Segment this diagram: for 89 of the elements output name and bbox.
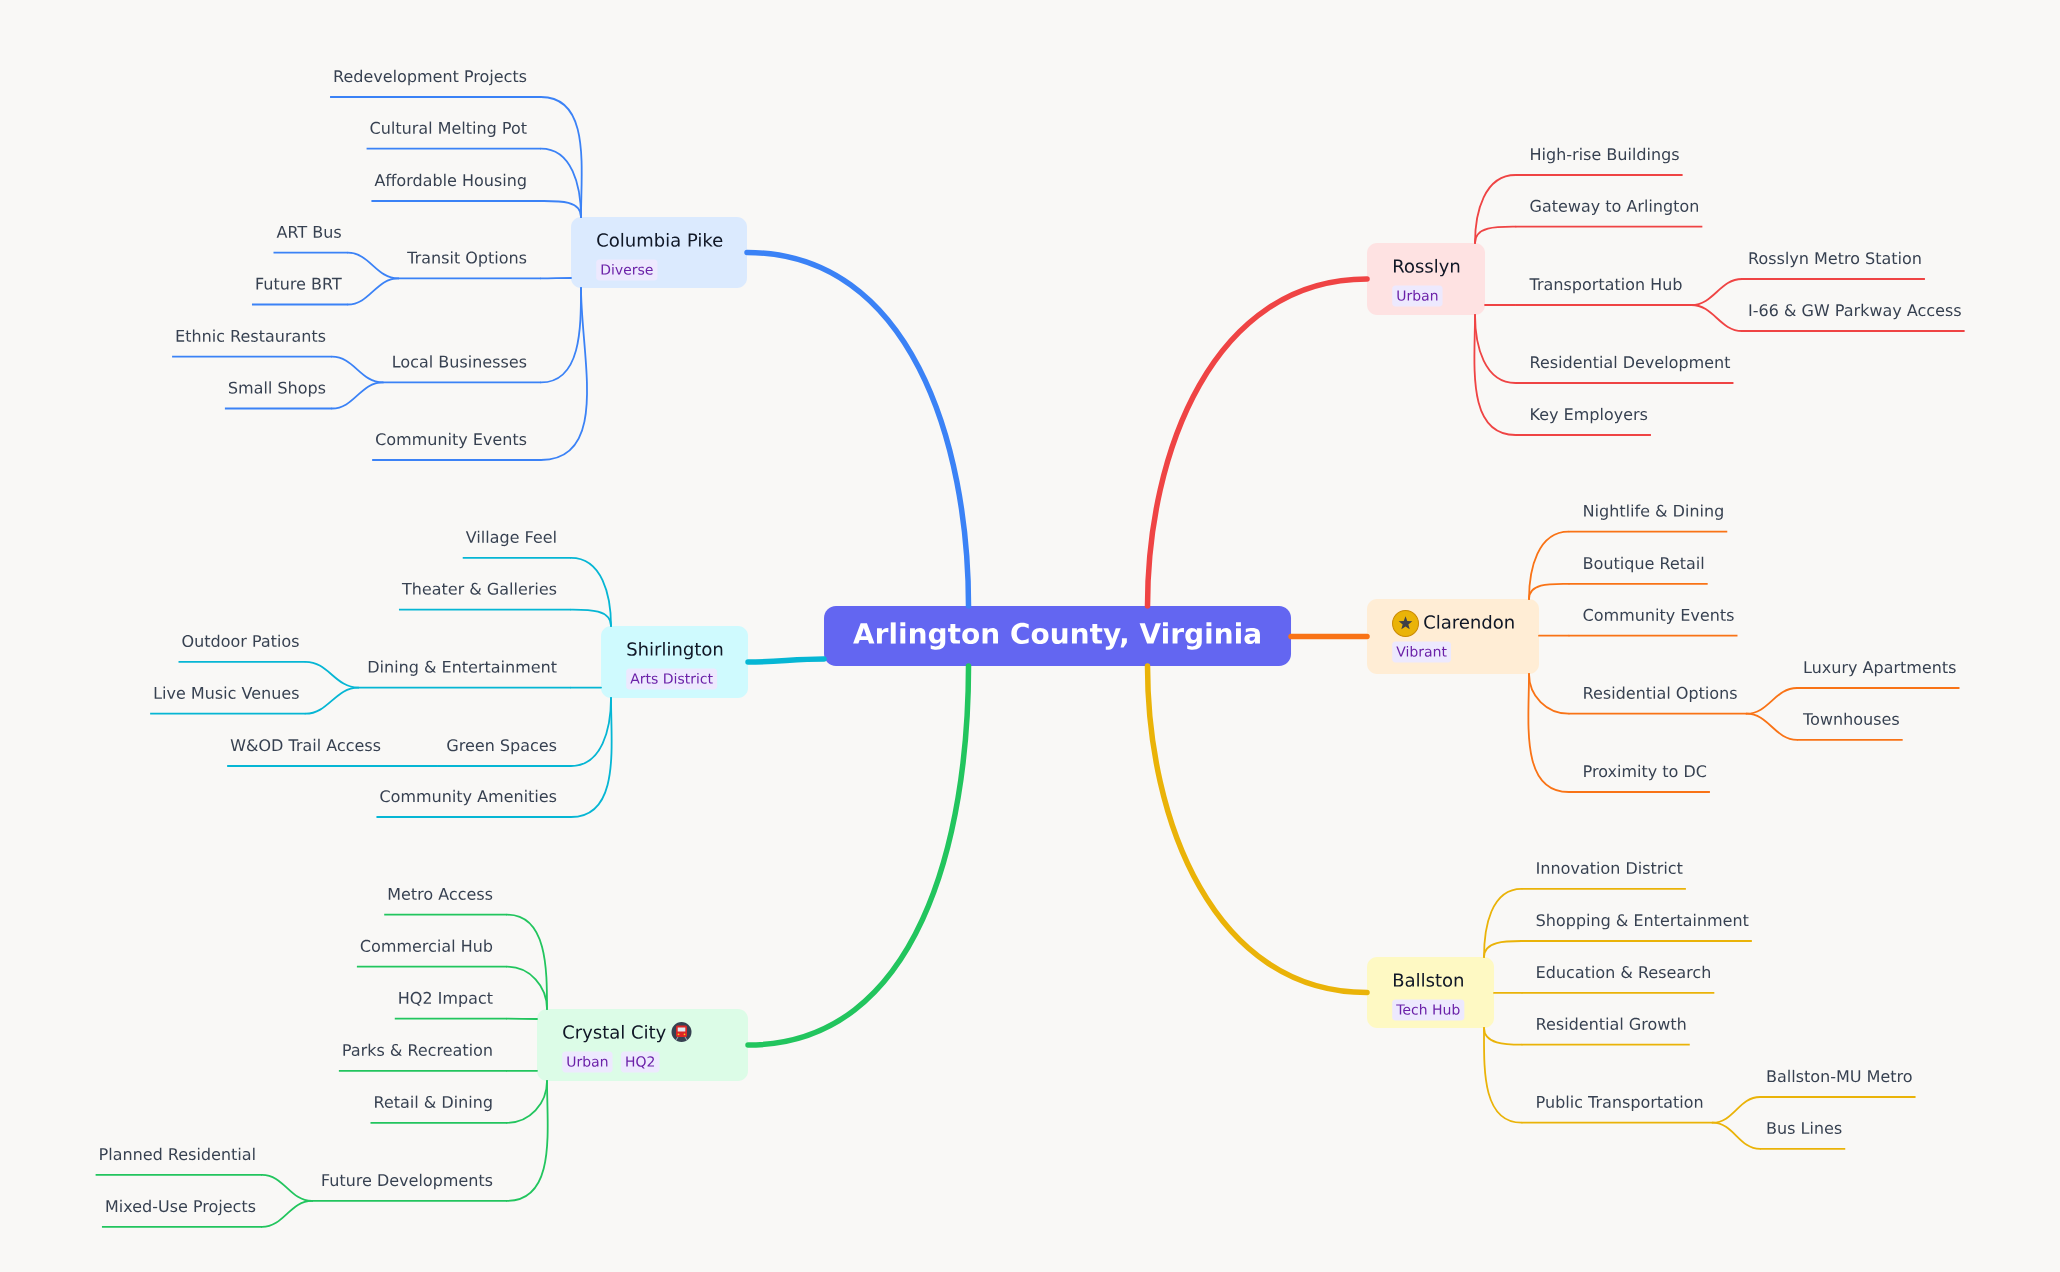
underlined-topic: Cultural Melting Pot bbox=[365, 121, 542, 150]
underlined-topic: Future BRT bbox=[251, 277, 349, 306]
underlined-topic: Transit Options bbox=[397, 251, 542, 280]
branch-line bbox=[1144, 276, 1370, 609]
branch-line bbox=[540, 277, 572, 280]
branch-line bbox=[1473, 314, 1517, 436]
underlined-topic: Commercial Hub bbox=[356, 939, 508, 968]
underlined-topic: Theater & Galleries bbox=[398, 582, 572, 611]
branch-line bbox=[261, 1200, 313, 1228]
underlined-topic: Key Employers bbox=[1514, 407, 1652, 436]
underlined-topic: Ethnic Restaurants bbox=[171, 329, 333, 358]
underlined-topic: Innovation District bbox=[1520, 861, 1687, 890]
branch-line bbox=[745, 656, 827, 665]
underlined-topic: Bus Lines bbox=[1759, 1121, 1847, 1150]
underlined-topic: I-66 & GW Parkway Access bbox=[1741, 303, 1966, 332]
branch-line bbox=[1484, 304, 1517, 306]
underlined-topic: Parks & Recreation bbox=[338, 1043, 508, 1072]
branch-line bbox=[304, 686, 360, 715]
branch-line bbox=[1483, 1027, 1523, 1124]
underlined-topic: Residential Options bbox=[1567, 686, 1748, 715]
central-topic-box: Arlington County, Virginia bbox=[824, 606, 1291, 666]
underlined-topic: Village Feel bbox=[461, 530, 572, 559]
branch-line bbox=[1745, 712, 1798, 741]
branch-line bbox=[506, 965, 548, 1010]
underlined-topic: Boutique Retail bbox=[1567, 556, 1709, 585]
underlined-topic: Rosslyn Metro Station bbox=[1741, 251, 1926, 280]
tag: Urban bbox=[1392, 285, 1443, 307]
branch-line bbox=[570, 697, 613, 818]
branch-line bbox=[1288, 633, 1370, 640]
branch-line bbox=[1493, 992, 1523, 994]
branch-line bbox=[1711, 1121, 1761, 1150]
branch-line bbox=[1528, 583, 1570, 600]
underlined-topic: Public Transportation bbox=[1520, 1095, 1714, 1124]
branch-line bbox=[346, 251, 400, 280]
branch-line bbox=[1474, 225, 1517, 244]
underlined-topic: Retail & Dining bbox=[369, 1095, 508, 1124]
branch-line bbox=[1144, 663, 1370, 996]
underlined-topic: Residential Growth bbox=[1520, 1017, 1691, 1046]
underlined-topic: Live Music Venues bbox=[149, 686, 307, 715]
underlined-topic: ART Bus bbox=[272, 226, 349, 254]
underlined-topic: Mixed-Use Projects bbox=[101, 1199, 263, 1228]
underlined-topic: Residential Development bbox=[1514, 355, 1735, 384]
underlined-topic: Community Events bbox=[371, 432, 542, 461]
underlined-topic: Gateway to Arlington bbox=[1514, 199, 1704, 228]
underlined-topic: Green Spaces bbox=[436, 739, 572, 767]
underlined-topic: Proximity to DC bbox=[1567, 764, 1711, 793]
branch-line bbox=[1527, 673, 1570, 793]
underlined-topic: Transportation Hub bbox=[1514, 277, 1693, 306]
branch-line bbox=[506, 1017, 538, 1020]
underlined-topic: Metro Access bbox=[383, 888, 508, 916]
branch-line bbox=[1538, 634, 1570, 637]
branch-line bbox=[1690, 304, 1743, 332]
branch-line bbox=[506, 1080, 549, 1202]
branch-line bbox=[744, 249, 972, 609]
branch-line bbox=[745, 663, 972, 1048]
branch-line bbox=[386, 765, 439, 767]
underlined-topic: Shopping & Entertainment bbox=[1520, 913, 1753, 942]
tag: Vibrant bbox=[1392, 641, 1451, 663]
branch-line bbox=[331, 381, 384, 410]
underlined-topic: Outdoor Patios bbox=[177, 634, 307, 663]
underlined-topic: Redevelopment Projects bbox=[329, 69, 542, 98]
tag: Arts District bbox=[626, 668, 718, 690]
tag: Tech Hub bbox=[1392, 999, 1465, 1021]
underlined-topic: Ballston-MU Metro bbox=[1759, 1069, 1917, 1098]
underlined-topic: HQ2 Impact bbox=[393, 991, 508, 1020]
branch-line bbox=[506, 1069, 538, 1072]
tag: Urban bbox=[562, 1051, 613, 1073]
underlined-topic: Local Businesses bbox=[381, 355, 542, 384]
underlined-topic: Small Shops bbox=[224, 381, 333, 410]
underlined-topic: Luxury Apartments bbox=[1796, 661, 1961, 689]
branch-line bbox=[570, 686, 602, 689]
underlined-topic: Affordable Housing bbox=[370, 173, 542, 202]
branch-line bbox=[540, 200, 582, 218]
underlined-topic: High-rise Buildings bbox=[1514, 147, 1684, 176]
branch-line bbox=[346, 277, 400, 306]
underlined-topic: Townhouses bbox=[1796, 712, 1904, 741]
underlined-topic: Community Events bbox=[1567, 608, 1739, 637]
underlined-topic: Future Developments bbox=[311, 1173, 508, 1202]
underlined-topic: Dining & Entertainment bbox=[357, 660, 572, 689]
branch-line bbox=[570, 608, 612, 627]
branch-line bbox=[331, 355, 384, 384]
branch-line bbox=[1483, 940, 1523, 958]
tag: Diverse bbox=[596, 259, 658, 281]
underlined-topic: Education & Research bbox=[1520, 965, 1716, 994]
underlined-topic: W&OD Trail Access bbox=[226, 738, 388, 767]
underlined-topic: Nightlife & Dining bbox=[1567, 504, 1729, 533]
underlined-topic: Community Amenities bbox=[375, 789, 572, 818]
branch-line bbox=[540, 287, 588, 461]
underlined-topic: Planned Residential bbox=[94, 1147, 263, 1176]
